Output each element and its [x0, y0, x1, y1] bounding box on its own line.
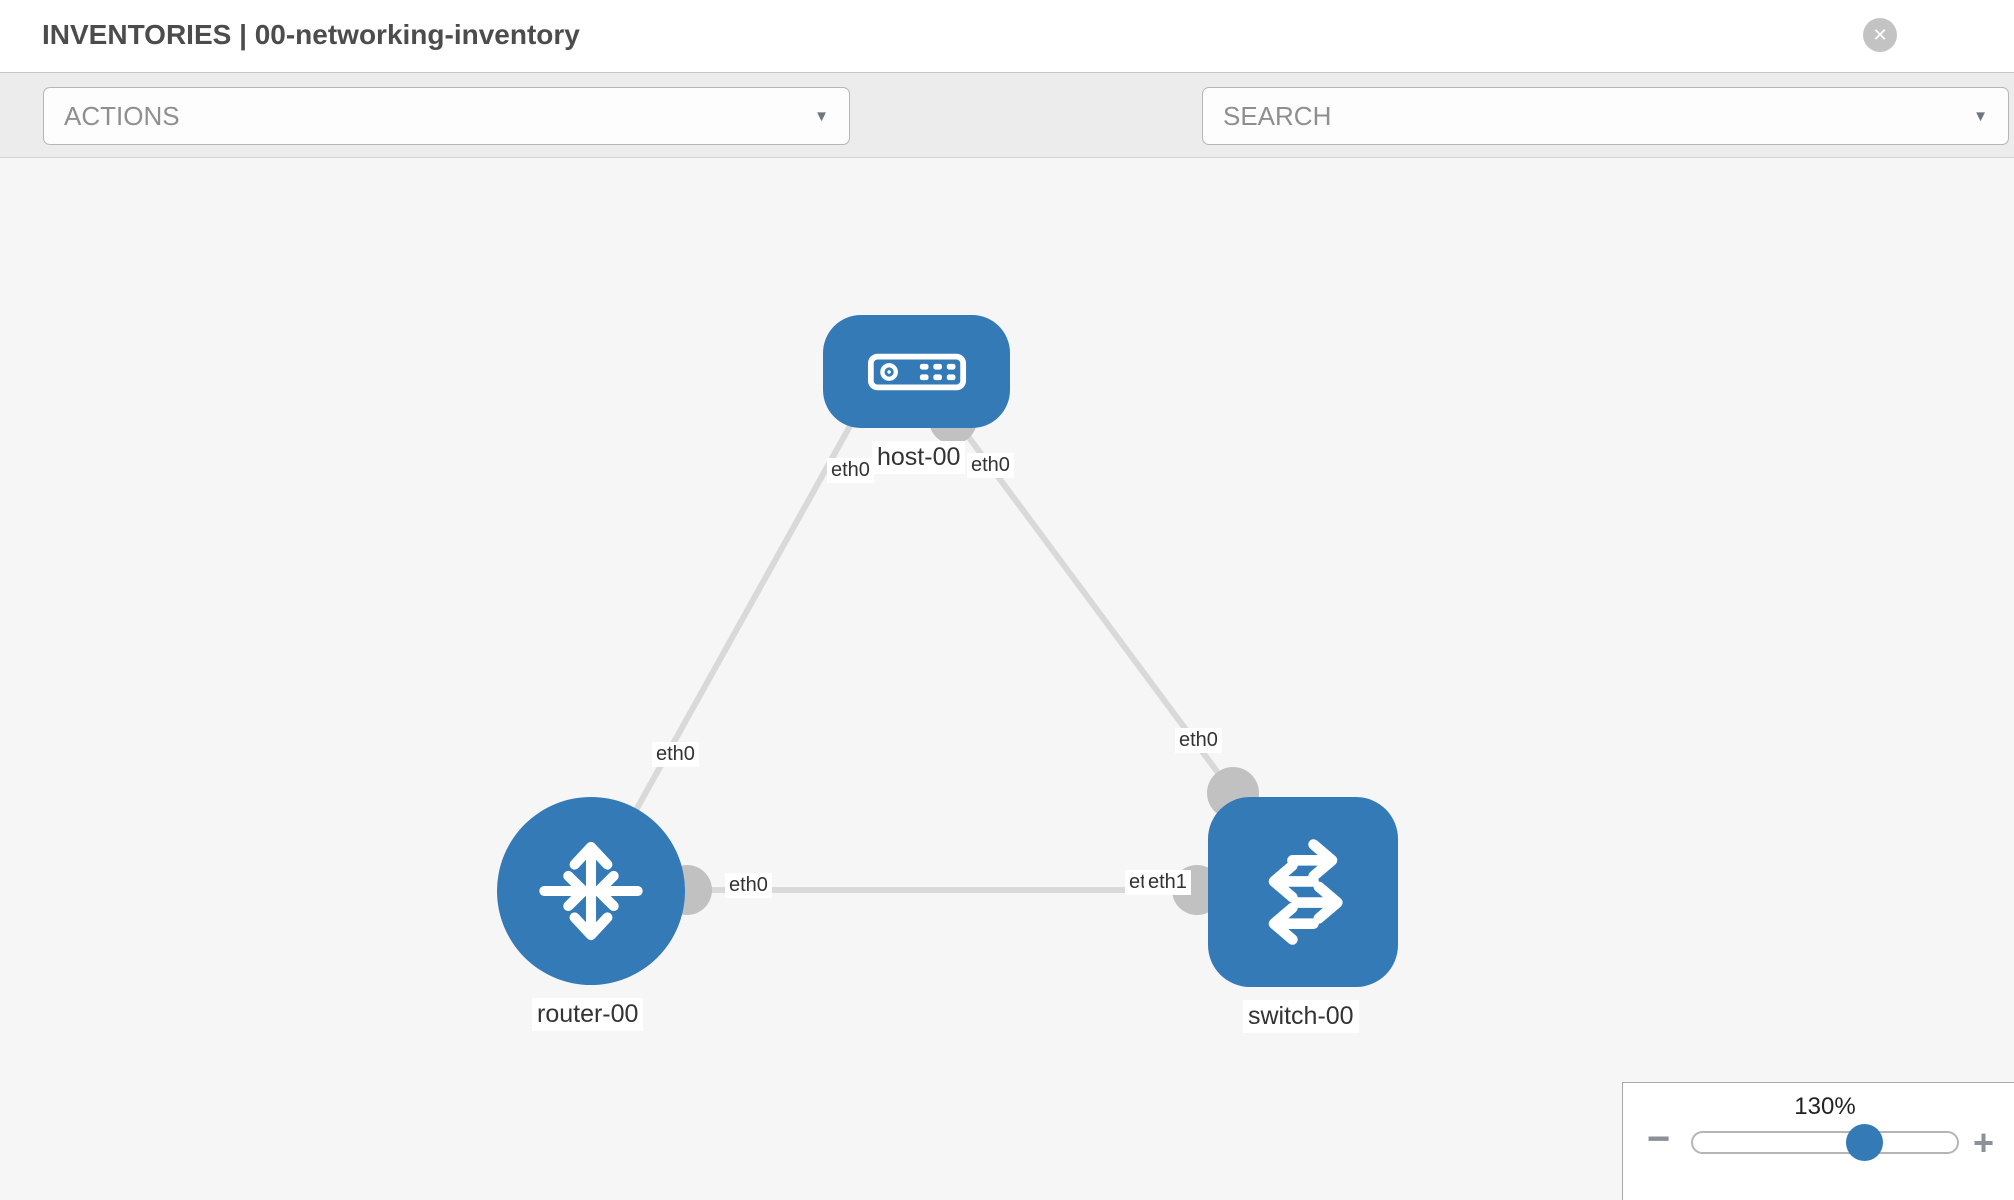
node-label-host: host-00 [872, 441, 966, 474]
search-dropdown[interactable]: SEARCH ▼ [1202, 87, 2009, 145]
zoom-level: 130% [1794, 1093, 1856, 1120]
interface-label-router-switch-routerside: eth0 [725, 873, 772, 898]
toolbar: ACTIONS ▼ SEARCH ▼ [0, 72, 2014, 204]
topology-canvas[interactable]: host-00 router-00 switch-00 eth0 eth0 et… [0, 158, 2014, 1200]
host-icon [867, 353, 966, 390]
close-button[interactable]: ✕ [1863, 18, 1897, 52]
node-label-switch: switch-00 [1243, 1000, 1359, 1033]
chevron-down-icon: ▼ [1973, 107, 1988, 125]
actions-dropdown[interactable]: ACTIONS ▼ [43, 87, 850, 145]
interface-label-host-switch-switchside: eth0 [1175, 728, 1222, 753]
switch-icon [1268, 839, 1343, 945]
zoom-out-button[interactable]: − [1647, 1117, 1671, 1161]
zoom-slider-thumb[interactable] [1846, 1124, 1883, 1161]
zoom-panel: 130% − + [1622, 1082, 2014, 1200]
node-host-00[interactable] [823, 315, 1010, 428]
interface-label-host-router-hostside: eth0 [827, 458, 874, 483]
router-icon [539, 841, 643, 941]
close-icon: ✕ [1872, 24, 1888, 45]
node-router-00[interactable] [497, 797, 685, 985]
interface-label-host-router-routerside: eth0 [652, 742, 699, 767]
interface-label-router-switch-switchside: eth1 [1144, 870, 1191, 895]
app-header: INVENTORIES | 00-networking-inventory ✕ [0, 0, 2014, 72]
actions-dropdown-label: ACTIONS [64, 100, 180, 131]
topology-links-svg [588, 396, 1259, 915]
chevron-down-icon: ▼ [814, 107, 829, 125]
interface-label-host-switch-hostside: eth0 [967, 453, 1014, 478]
node-label-router: router-00 [532, 998, 644, 1031]
node-switch-00[interactable] [1208, 797, 1398, 987]
zoom-slider-track[interactable] [1691, 1131, 1959, 1154]
page-title: INVENTORIES | 00-networking-inventory [42, 19, 580, 50]
zoom-in-button[interactable]: + [1973, 1122, 1995, 1163]
search-dropdown-label: SEARCH [1223, 100, 1332, 131]
